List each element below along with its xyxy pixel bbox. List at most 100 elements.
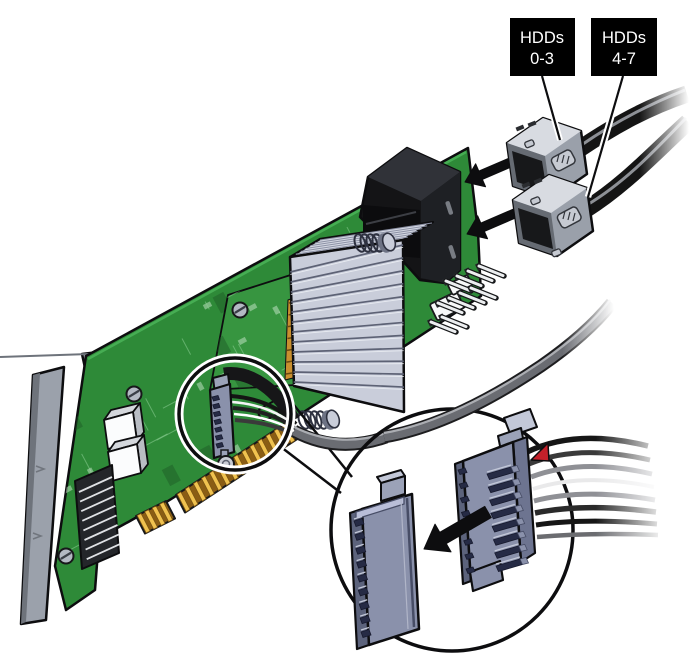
label-box-hdd-4-7 [591,18,657,76]
slot-highlight [493,530,518,539]
pcb-pad [233,444,242,454]
callout-labels: HDDs 0-3 HDDs 4-7 [510,18,657,198]
pcb-trace [226,217,233,228]
sas-receptacle-block [358,146,462,285]
slot-highlight [353,515,363,520]
slot-highlight [491,516,517,526]
pcb-chip [187,577,207,600]
pin [444,279,472,293]
fin-line [292,334,404,343]
slot-highlight [489,490,514,499]
heatsink [288,220,435,430]
header-pin [83,514,117,532]
slot-highlight [355,543,364,548]
contact-slot [465,566,476,574]
pcb-trace [204,301,210,310]
contact-slot [356,559,368,569]
contact-slot [356,573,369,583]
fin-highlight [292,324,404,335]
mini-sas-connector-hdd-4-7 [511,173,595,259]
header-pin [86,543,121,561]
receptacle-top-face [368,148,460,201]
internal-header-pins [78,476,121,561]
fin-highlight [292,350,404,355]
plug-foot [468,559,505,593]
sas-cable-assembly [464,85,691,259]
mounting-screws [57,301,249,565]
header-pin [85,533,119,551]
red-pin1-marker [529,441,550,462]
fin-line [293,371,404,376]
slot-highlight [356,557,365,562]
fin-highlight [292,337,404,345]
pcb-trace [346,226,351,233]
contact-slot [212,410,222,418]
pcb-pad [227,531,237,540]
slot-highlight [357,571,366,576]
fin-top-line [305,231,418,249]
bracket-stamp-marks [32,465,47,540]
pcb-trace [225,530,244,541]
contact-hook [519,557,530,565]
connector-tick [286,360,293,363]
pcb-pad [236,223,246,232]
connector-body [208,382,236,460]
pin [466,269,494,283]
gold-finger [151,505,166,526]
fin-line [290,257,404,283]
spring-coil [359,233,373,253]
slot-highlight [490,503,516,513]
fin-highlight [291,285,404,305]
screw-slot [128,389,140,398]
contact-hook [516,530,527,539]
led-indicator-blocks [103,402,149,482]
contact-slot [360,629,372,638]
fin-line [292,347,404,353]
pcb-pad [237,336,248,346]
fin-highlight [290,259,404,285]
fin-top-line [319,222,433,241]
port-slot-4-7 [448,245,457,259]
header-pin [80,495,115,513]
pcb-pad [447,502,457,511]
pcb-chip [85,245,105,268]
label-box-hdd-0-3 [510,18,575,76]
contact-slot [211,395,221,402]
label-hdd-0-3-line1: HDDs [520,29,564,47]
screw-slot [60,551,72,560]
heatsink-fins [290,244,404,390]
contact-slot [359,615,371,625]
pcb-pad [272,305,281,315]
gold-finger [176,491,191,513]
contact-slot [354,531,366,541]
pcb-trace [142,433,168,448]
contact-hook [513,491,523,500]
pin [440,315,468,329]
spring-cap-face [325,409,341,429]
slot-highlight [358,585,367,589]
pcb-trace [448,564,460,571]
fin-highlight [291,298,404,315]
pcb-trace [437,148,444,152]
pin [477,264,505,278]
spring-coil [309,410,323,430]
header-pin [78,476,113,493]
contact-slot [457,467,468,475]
contact-slot [358,601,370,611]
header-pin [79,485,114,503]
contact-slot [459,495,470,504]
pcb-chip [161,464,181,487]
contact-slot [213,418,223,425]
screw-slot [234,305,246,314]
contact-slot [355,545,367,555]
fin-highlight [291,311,404,325]
contact-slot [214,426,223,433]
fin-line [292,321,404,333]
header-pin [84,524,118,541]
pcb-pad [196,381,205,391]
contact-slot [458,481,469,490]
contact-slot [464,552,475,560]
spring-coil [365,233,379,253]
bracket-strip-shade [21,373,40,624]
